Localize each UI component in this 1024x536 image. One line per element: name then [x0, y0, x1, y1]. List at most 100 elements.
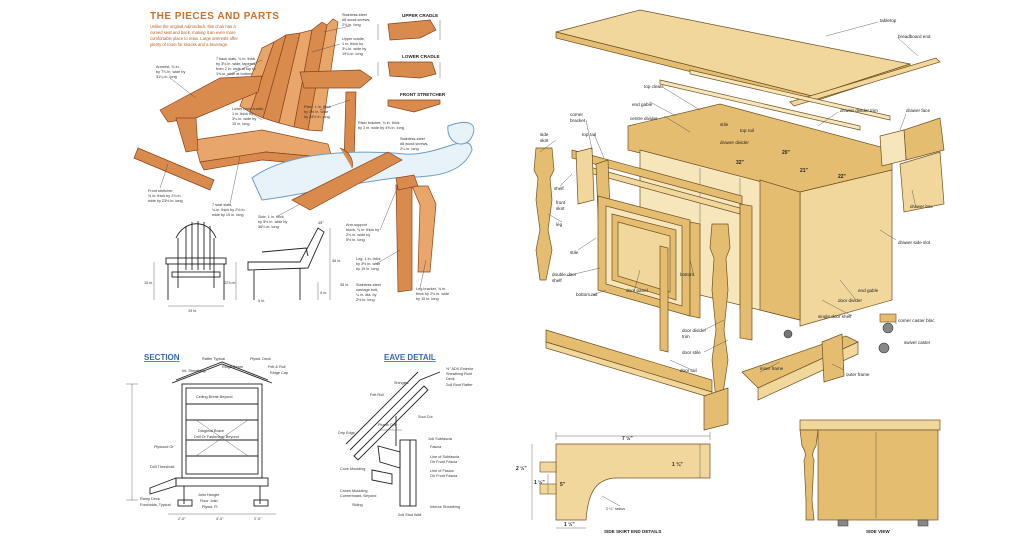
label-crown-moulding: Crown Moulding	[340, 489, 367, 493]
label-drip-edge: Drip Edge	[338, 431, 355, 435]
side-skirt-end-details: 7 ½" 1 ¾" 5" 1 ½" 2 ½" 1 ½" 2 ¼" radius …	[516, 432, 711, 534]
label-line-fascia: Line of Fascia	[430, 469, 455, 473]
label-drill-fasteners: Drill Or Fasteners, Beyond	[194, 435, 239, 439]
eave-detail-panel: EAVE DETAIL ½" ADX Exterior Sheathing Ro…	[338, 353, 474, 517]
label-line-subfascia: Line of Subfascia	[430, 455, 460, 459]
label-drill-threshold: Drill Threshold	[150, 465, 174, 469]
label-plumb-cut: Plumb Cut	[378, 423, 397, 427]
dim-4ft: 4'-0"	[216, 517, 224, 521]
label-drawer-side-slot: drawer side slot	[898, 240, 931, 245]
label-ramp-deck: Ramp Deck	[140, 497, 160, 501]
pieces-intro-line-3: comfortable place to relax. Large armres…	[150, 36, 239, 41]
label-on-front-fascia-2: On Front Fascia	[430, 474, 458, 478]
dim-1-3quarter: 1 ¾"	[672, 461, 683, 468]
dim-36in: 36 in.	[332, 259, 341, 263]
dim-5in: 5"	[560, 482, 566, 488]
skirt-detail-title: SIDE SKIRT END DETAILS	[604, 529, 661, 534]
label-centre-divider: centre divider	[630, 116, 658, 121]
label-deck: Deck	[446, 377, 455, 381]
pieces-intro-line-2: curved seat and back, making it an even …	[150, 30, 236, 35]
label-plywd-deck: Plywd. Deck	[250, 357, 271, 361]
label-end-gable-2: end gable	[858, 288, 879, 293]
label-footholds: Footholds, Typical	[140, 503, 171, 507]
label-interior-sheathing: Interior Sheathing	[430, 505, 460, 509]
label-top-rail: top rail	[582, 132, 596, 137]
label-stainless-screws: Stainless-steel#8 wood screws,2¾ in. lon…	[342, 13, 370, 27]
label-single-door-shelf: single door shelf	[818, 314, 852, 319]
label-door-stile: door stile	[682, 350, 701, 355]
dim-4in: 4 in.	[320, 291, 327, 295]
pieces-title: THE PIECES AND PARTS	[150, 11, 279, 22]
chair-side-view: 22¾ in. 36 in. 4 in. 5 in. 45° 35 in.	[224, 221, 349, 303]
label-shelf: shelf	[554, 186, 564, 191]
label-swivel-caster: swivel caster	[904, 340, 931, 345]
kitchen-island-labels: tabletop breadboard end top cleats end g…	[540, 18, 935, 377]
dim-5in: 5 in.	[258, 299, 265, 303]
chair-labels: Stainless-steel#8 wood screws,2¾ in. lon…	[148, 13, 449, 302]
label-leg: leg	[556, 222, 563, 227]
chair-exploded-drawing	[133, 18, 475, 293]
label-felt-roll: Felt & Roll	[268, 365, 286, 369]
label-floor-joist: Floor Joist	[200, 499, 218, 503]
front-stretcher-title: FRONT STRETCHER	[400, 92, 446, 97]
label-front-stretcher: Front stretcher,¾ in. thick by 2¾ in.wid…	[148, 189, 183, 203]
label-ceiling-break: Ceiling Break Beyond	[196, 395, 233, 399]
shed-section-panel: SECTION Rafter Typical Plywd. Deck Ridge…	[126, 353, 288, 521]
chair-front-view: 19 in. 15 in.	[144, 221, 227, 313]
label-sheathing-roof: Sheathing Roof	[446, 372, 473, 376]
label-joist-hanger: Joist Hanger	[198, 493, 220, 497]
pieces-intro-line-1: Unlike the original Adirondack, this cha…	[150, 24, 236, 29]
label-subfascia: 1x6 Subfascia	[428, 437, 453, 441]
pieces-intro-line-4: plenty of room for snacks and a beverage…	[150, 42, 228, 47]
dim-19in: 19 in.	[188, 309, 197, 313]
label-shingles: Shingles	[394, 381, 409, 385]
leg-front	[709, 223, 731, 401]
label-door-divider: door divider	[838, 298, 862, 303]
label-drawer-box: drawer box	[910, 204, 933, 209]
label-seat-slats: 7 seat slats,¾ in. thick by 2½ in.wide b…	[212, 203, 246, 217]
dim-15in: 15 in.	[144, 281, 153, 285]
label-cove-moulding: Cove Moulding	[340, 467, 365, 471]
label-int-sheathing: Int. Sheathing	[182, 369, 205, 373]
dim-2-half: 2 ½"	[516, 465, 527, 472]
label-roof-rafter: 2x8 Roof Rafter	[446, 383, 473, 387]
label-bottom: bottom	[680, 272, 694, 277]
lower-cradle-title: LOWER CRADLE	[402, 54, 440, 59]
label-tabletop: tabletop	[880, 18, 897, 23]
label-rafter: Rafter Typical	[202, 357, 225, 361]
dim-45deg: 45°	[318, 221, 324, 225]
label-on-front-fascia-1: On Front Fascia	[430, 460, 458, 464]
dim-35in: 35 in.	[340, 283, 349, 287]
dim-1-half-a: 1 ½"	[534, 479, 545, 486]
label-plywd-fl: Plywd. Fl.	[202, 505, 218, 509]
adirondack-chair-panel: THE PIECES AND PARTS Unlike the original…	[133, 11, 475, 313]
label-breadboard-end: breadboard end	[898, 34, 931, 39]
side-view-title: SIDE VIEW	[866, 529, 890, 534]
label-adx-sheathing: ½" ADX Exterior	[446, 367, 474, 371]
label-inner-frame: inner frame	[760, 366, 784, 371]
section-title: SECTION	[144, 353, 180, 362]
label-door-panel: door panel	[626, 288, 648, 293]
label-fascia: Fascia	[430, 445, 442, 449]
eave-title: EAVE DETAIL	[384, 353, 436, 362]
dim-7-half: 7 ½"	[622, 435, 633, 442]
cradle-profiles: UPPER CRADLE LOWER CRADLE FRONT STRETCHE…	[377, 13, 446, 113]
label-dim-32: 32"	[736, 160, 745, 166]
label-top-cleats: top cleats	[644, 84, 664, 89]
label-dim-21: 21"	[800, 168, 809, 174]
label-stile: stile	[720, 122, 729, 127]
label-stile-2: stile	[570, 250, 579, 255]
leg-left	[533, 147, 555, 281]
label-top-rail-2: top rail	[740, 128, 754, 133]
